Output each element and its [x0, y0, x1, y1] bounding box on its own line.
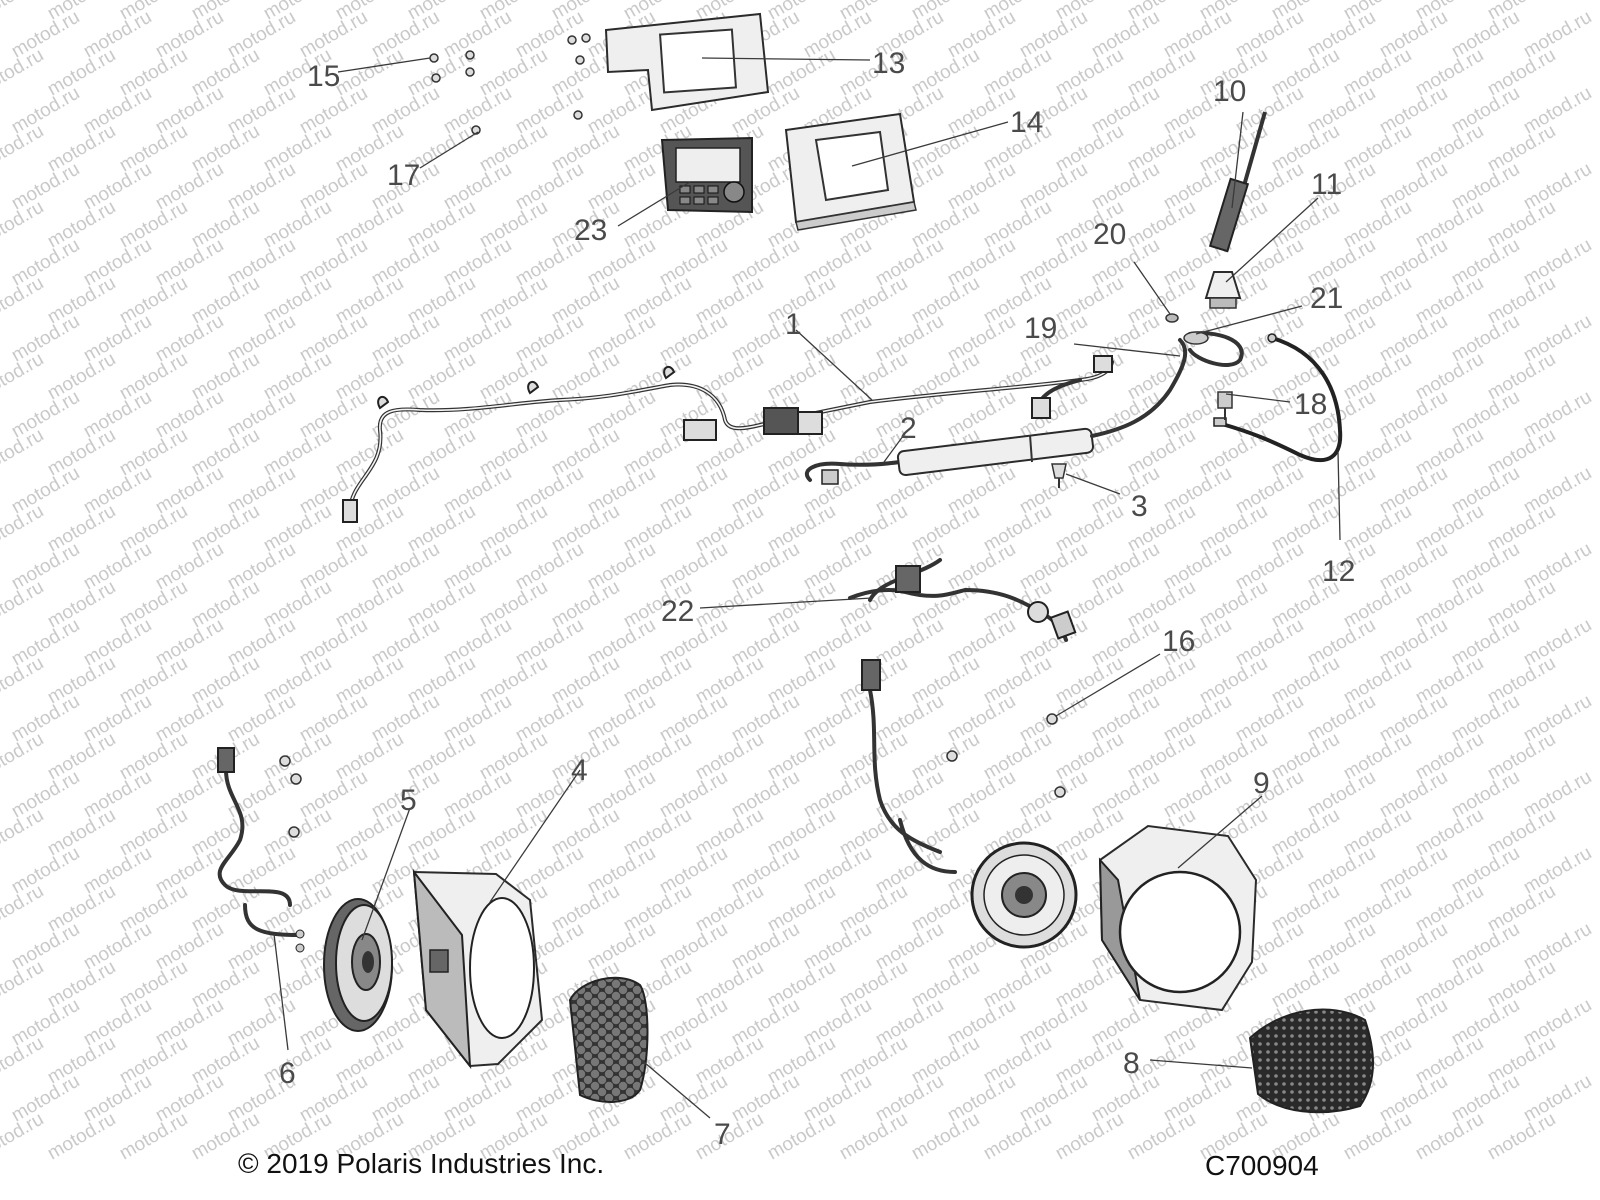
- callout-6: 6: [279, 1057, 296, 1090]
- callout-7: 7: [714, 1118, 731, 1151]
- watermark-text: motod.ru: [0, 197, 47, 253]
- right-speaker-pod-part-9: [1098, 824, 1258, 1012]
- watermark-text: motod.ru: [0, 121, 47, 177]
- right-grille-part-8: [1248, 1008, 1374, 1114]
- speaker-screws-left: [279, 755, 302, 838]
- antenna-cable-part-21: [1183, 331, 1244, 367]
- watermark-text: motod.ru: [0, 349, 47, 405]
- callout-13: 13: [872, 47, 905, 80]
- callout-17: 17: [387, 159, 420, 192]
- watermark-text: motod.ru: [0, 881, 47, 937]
- speaker-wire-part-6: [217, 747, 305, 953]
- antenna-mast-part-10: [1208, 111, 1267, 253]
- watermark-text: motod.ru: [0, 273, 47, 329]
- left-speaker-part-5: [323, 898, 393, 1032]
- watermark-text: motod.ru: [908, 1109, 983, 1165]
- watermark-text: motod.ru: [764, 1109, 839, 1165]
- watermark-text: motod.ru: [0, 729, 47, 785]
- speaker-wire-right: [861, 659, 957, 874]
- callout-9: 9: [1253, 767, 1270, 800]
- callout-22: 22: [661, 595, 694, 628]
- right-speaker: [970, 841, 1078, 949]
- callout-14: 14: [1010, 106, 1043, 139]
- callout-1: 1: [785, 308, 802, 341]
- watermark-text: motod.ru: [1412, 1109, 1487, 1165]
- watermark-text: motod.ru: [980, 1109, 1055, 1165]
- watermark-text: motod.ru: [0, 1109, 47, 1165]
- watermark-text: motod.ru: [0, 501, 47, 557]
- watermark-text: motod.ru: [620, 1109, 695, 1165]
- callout-3: 3: [1131, 490, 1148, 523]
- fuse-harness-part-2: [804, 338, 1188, 485]
- watermark-text: motod.ru: [0, 957, 47, 1013]
- watermark-text: motod.ru: [836, 1109, 911, 1165]
- callout-10: 10: [1213, 75, 1246, 108]
- copyright-notice: © 2019 Polaris Industries Inc.: [238, 1148, 605, 1179]
- callout-20: 20: [1093, 218, 1126, 251]
- watermark-text: motod.ru: [0, 425, 47, 481]
- screws-part-16: [946, 713, 1066, 798]
- fastener-screws: [429, 33, 591, 135]
- callout-12: 12: [1322, 555, 1355, 588]
- ground-strap-part-12: [1213, 333, 1343, 462]
- callout-11: 11: [1311, 168, 1342, 201]
- callout-15: 15: [307, 60, 340, 93]
- left-grille-part-7: [568, 976, 649, 1103]
- watermark-text: motod.ru: [116, 1109, 191, 1165]
- watermark-text: motod.ru: [0, 577, 47, 633]
- watermark-text: motod.ru: [44, 1109, 119, 1165]
- watermark-text: motod.ru: [0, 1033, 47, 1089]
- watermark-text: motod.ru: [1340, 1109, 1415, 1165]
- watermark-text: motod.ru: [0, 805, 47, 861]
- radio-bezel-part-14: [784, 112, 917, 231]
- watermark-text: motod.ru: [1052, 1109, 1127, 1165]
- callout-5: 5: [400, 784, 417, 817]
- drawing-code: C700904: [1205, 1150, 1319, 1181]
- watermark-text: motod.ru: [1124, 1109, 1199, 1165]
- left-speaker-pod-part-4: [412, 868, 544, 1070]
- watermark-text: motod.ru: [0, 0, 47, 24]
- callout-2: 2: [900, 412, 917, 445]
- radio-head-unit-part-23: [660, 136, 753, 214]
- callout-16: 16: [1162, 625, 1195, 658]
- callout-18: 18: [1294, 388, 1327, 421]
- watermark-text: motod.ru: [1484, 1109, 1559, 1165]
- antenna-base-part-11: [1204, 271, 1242, 309]
- callout-4: 4: [571, 754, 588, 787]
- leader-lines: [273, 57, 1341, 1119]
- callout-8: 8: [1123, 1047, 1140, 1080]
- clip-part-18: [1217, 391, 1233, 420]
- main-harness-part-1: [342, 355, 1114, 523]
- callout-21: 21: [1310, 282, 1343, 315]
- callout-19: 19: [1024, 312, 1057, 345]
- watermark-text: motod.ru: [0, 653, 47, 709]
- extension-harness-part-22: [848, 558, 1077, 642]
- push-clip-part-3: [1051, 463, 1067, 488]
- watermark-text: motod.ru: [0, 45, 47, 101]
- callout-numbers: 15 17 13 14 23 10 11 20 21 19 18 12 1 2 …: [279, 47, 1355, 1151]
- washer-part-20: [1165, 313, 1179, 323]
- callout-23: 23: [574, 214, 607, 247]
